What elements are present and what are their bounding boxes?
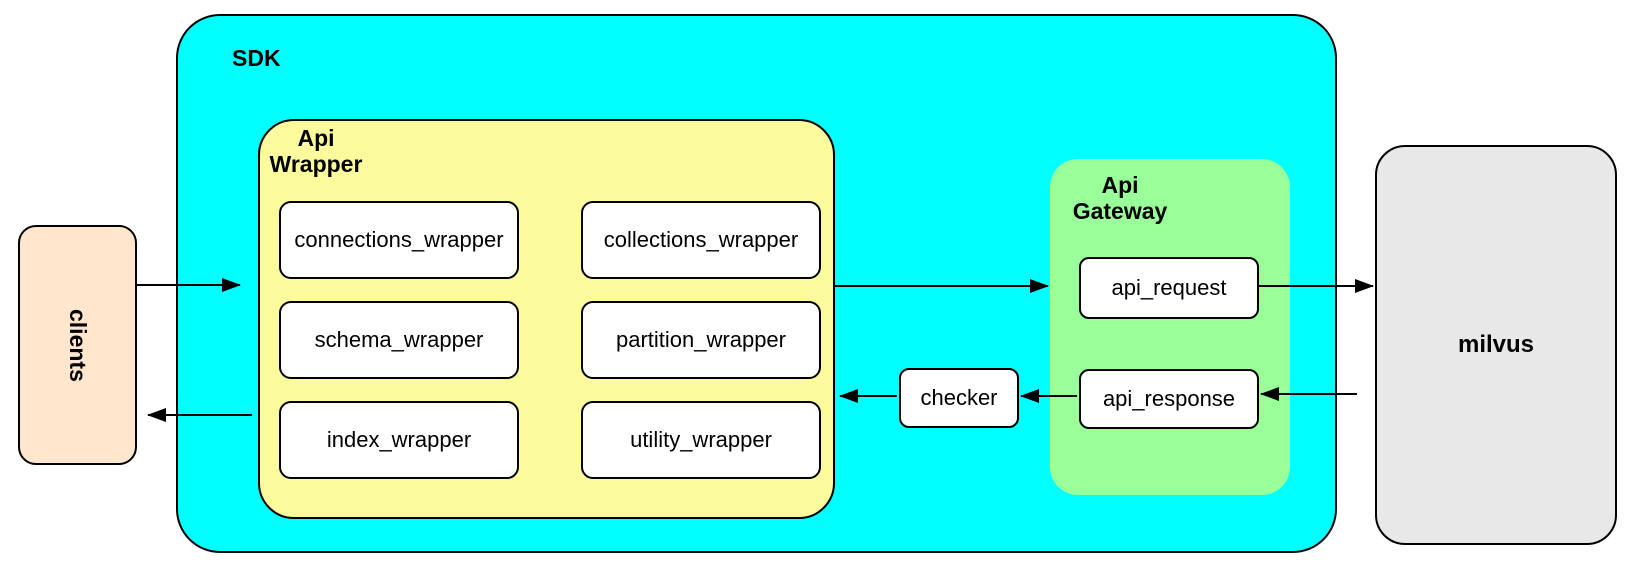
schema-wrapper-box: schema_wrapper	[279, 301, 519, 379]
api-request-box: api_request	[1079, 257, 1259, 319]
milvus-node: milvus	[1375, 145, 1617, 545]
schema-wrapper-label: schema_wrapper	[314, 327, 484, 352]
partition-wrapper-label: partition_wrapper	[616, 327, 786, 352]
milvus-label: milvus	[1457, 331, 1535, 358]
sdk-container: SDK Api Wrapper connections_wrapper coll…	[176, 14, 1337, 553]
checker-label: checker	[920, 385, 998, 410]
api-response-box: api_response	[1079, 369, 1259, 429]
utility-wrapper-box: utility_wrapper	[581, 401, 821, 479]
clients-node: clients	[18, 225, 137, 465]
index-wrapper-label: index_wrapper	[326, 427, 472, 452]
connections-wrapper-box: connections_wrapper	[279, 201, 519, 279]
connections-wrapper-label: connections_wrapper	[294, 227, 504, 252]
api-gateway-title: Api Gateway	[1060, 172, 1180, 224]
api-wrapper-title: Api Wrapper	[260, 125, 372, 177]
api-gateway-title-line2: Gateway	[1072, 198, 1168, 224]
collections-wrapper-label: collections_wrapper	[603, 227, 799, 252]
collections-wrapper-box: collections_wrapper	[581, 201, 821, 279]
utility-wrapper-label: utility_wrapper	[630, 427, 772, 452]
clients-label: clients	[65, 308, 91, 382]
api-wrapper-title-line1: Api	[297, 125, 335, 151]
api-wrapper-title-line2: Wrapper	[269, 151, 363, 177]
partition-wrapper-box: partition_wrapper	[581, 301, 821, 379]
index-wrapper-box: index_wrapper	[279, 401, 519, 479]
api-gateway-title-line1: Api	[1101, 172, 1139, 198]
sdk-label: SDK	[232, 45, 281, 71]
api-gateway-container: Api Gateway api_request api_response	[1050, 159, 1290, 495]
api-wrapper-container: Api Wrapper connections_wrapper collecti…	[258, 119, 835, 519]
api-request-label: api_request	[1111, 275, 1227, 300]
api-response-label: api_response	[1102, 386, 1236, 411]
checker-box: checker	[899, 368, 1019, 428]
